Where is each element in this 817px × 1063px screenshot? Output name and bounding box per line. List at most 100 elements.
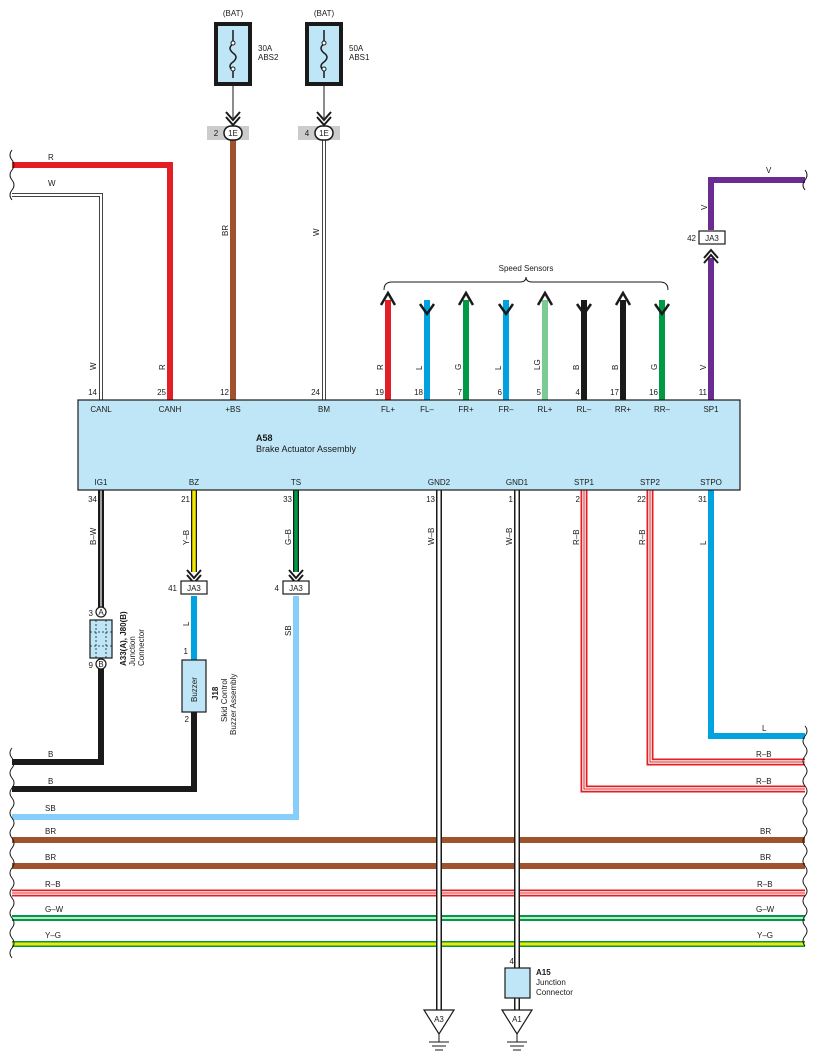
svg-text:Junction: Junction [536,978,566,987]
wire-label: R [158,364,167,370]
pin-number: 34 [88,495,97,504]
svg-text:4: 4 [275,584,280,593]
pin-number: 2 [576,495,581,504]
junction-connector-a33: 3 A 9 B A33(A), J80(B) Junction Connecto… [89,606,146,670]
arrow-down-icon [653,303,671,317]
wire-label: G [650,364,659,370]
svg-text:B: B [98,660,103,669]
svg-text:Connector: Connector [137,629,146,666]
module-name: Brake Actuator Assembly [256,444,357,454]
wire-label: Y–B [182,530,191,545]
pin-name: FL– [420,405,434,414]
svg-text:1E: 1E [319,129,329,138]
pin-number: 7 [458,388,463,397]
pin-name: +BS [225,405,240,414]
wire-label: G–B [284,529,293,545]
arrow-down-icon [497,303,515,317]
bus-label-left-1: BR [45,853,56,862]
wire-label-br: BR [221,225,230,236]
svg-text:4: 4 [305,129,310,138]
svg-text:1: 1 [184,647,189,656]
svg-text:42: 42 [687,234,696,243]
buzzer-label: Buzzer [190,677,199,702]
pin-name: RR– [654,405,671,414]
pin-number: 6 [498,388,503,397]
pin-name: STP1 [574,478,595,487]
break-mark-right-top [802,169,808,191]
bus-label-left-0: BR [45,827,56,836]
wire-label-left-sb: SB [45,804,56,813]
pin-name: RL+ [538,405,553,414]
wire-label: G [454,364,463,370]
wire-stpo [708,490,805,739]
fuse-amp: 50A [349,44,364,53]
pin-number: 13 [426,495,435,504]
svg-text:Junction: Junction [128,636,137,666]
fuse-source: (BAT) [314,9,335,18]
arrow-down-icon [316,111,332,127]
bottom-pins: IG134B–WBZ21Y–BTS33G–BGND213W–BGND11W–BS… [88,478,722,545]
connector-1e-bm: 4 1E [298,125,340,141]
wire-label-sb: SB [284,625,293,636]
wire-label: W [89,362,98,370]
pin-name: CANH [159,405,182,414]
connector-ja3-bz: 41 JA3 L [168,569,208,626]
connector-ja3-sp1: V 42 JA3 V [687,166,772,264]
pin-name: FR– [498,405,514,414]
pin-number: 21 [181,495,190,504]
wire-label-v-right: V [766,166,772,175]
pin-number: 5 [537,388,542,397]
bus-label-left-4: Y–G [45,931,61,940]
fuse-abs1: (BAT) 50A ABS1 [305,9,370,127]
brake-actuator-module: A58 Brake Actuator Assembly [77,399,741,491]
wire-label: L [699,540,708,545]
pin-number: 33 [283,495,292,504]
pin-name: RL– [577,405,592,414]
break-mark-left-bottom [9,747,15,959]
break-mark-left-top [9,149,15,201]
fuse-icon [320,30,328,78]
svg-text:4: 4 [510,957,515,966]
fuse-source: (BAT) [223,9,244,18]
wire-label: W–B [427,528,436,545]
pin-number: 1 [509,495,514,504]
svg-text:9: 9 [89,661,94,670]
ground-a3: A3 [422,1009,456,1051]
break-marks [9,149,808,959]
wires: R W [12,140,805,1010]
svg-text:Connector: Connector [536,988,573,997]
arrow-up-icon [536,290,554,306]
wire-label-left-r: R [48,153,54,162]
pin-number: 16 [649,388,658,397]
arrow-up-icon [614,290,632,306]
pin-number: 4 [576,388,581,397]
wire-label: LG [533,359,542,370]
svg-text:Skid Control: Skid Control [220,678,229,722]
wire-stp1 [580,490,805,793]
break-mark-right-bottom [802,725,808,947]
svg-text:41: 41 [168,584,177,593]
pin-number: 12 [220,388,229,397]
bus-label-right-1: BR [760,853,771,862]
pin-name: STP2 [640,478,661,487]
wire-stp2 [646,490,805,766]
pin-number: 17 [610,388,619,397]
wire-label-right-rb1: R–B [756,750,772,759]
svg-text:JA3: JA3 [187,584,201,593]
wire-label: R [376,364,385,370]
pin-number: 31 [698,495,707,504]
a15-id: A15 [536,968,551,977]
wire-label-left-b1: B [48,750,53,759]
bus-label-left-3: G–W [45,905,64,914]
wire-ts-sb [12,596,299,820]
wire-label-l: L [182,621,191,626]
svg-text:JA3: JA3 [289,584,303,593]
speed-sensors-label: Speed Sensors [499,264,554,273]
svg-text:A3: A3 [434,1015,444,1024]
svg-text:2: 2 [214,129,219,138]
wire-label: B [611,365,620,370]
top-pins: CANL14WCANH25R+BS12BM24FL+19RFL–18LFR+7G… [88,359,719,414]
pin-number: 11 [699,388,708,397]
fuse-abs2: (BAT) 30A ABS2 [214,9,279,127]
